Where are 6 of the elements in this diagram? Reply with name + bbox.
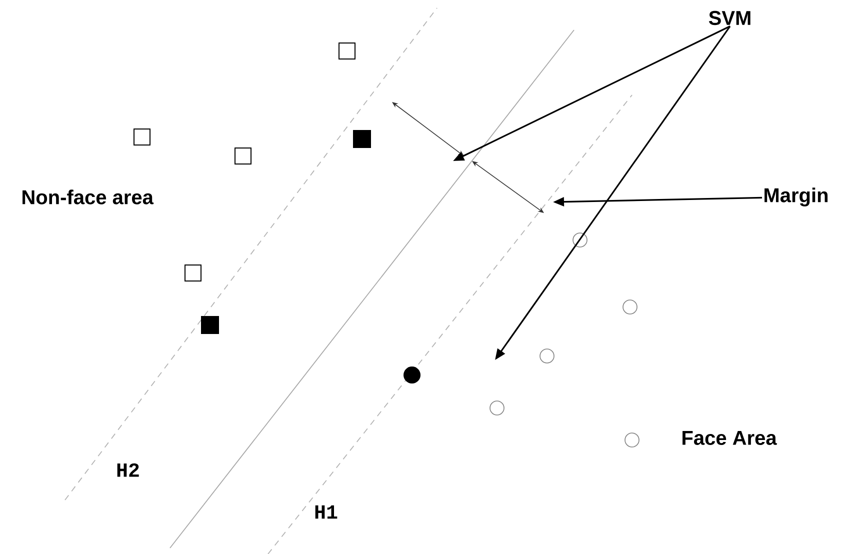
label-text: Margin: [764, 188, 828, 206]
area-label: Face Area: [682, 431, 777, 445]
area-label: H2: [117, 463, 139, 477]
label-text: SVM: [708, 10, 750, 26]
area-label: H1: [315, 505, 338, 519]
area-label: Non-face area: [22, 190, 154, 204]
